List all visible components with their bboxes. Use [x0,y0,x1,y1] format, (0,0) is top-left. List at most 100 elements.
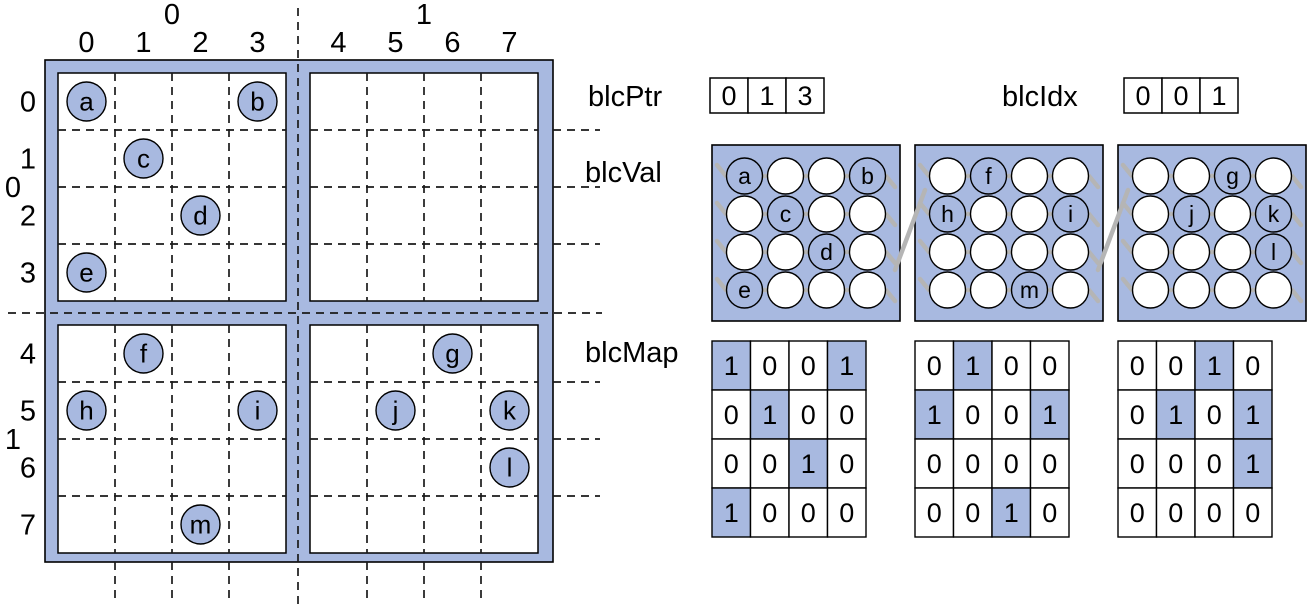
entry-label: h [79,396,93,426]
blcmap-cell [991,340,1032,391]
blcmap-value: 1 [724,498,739,528]
col-label: 4 [330,27,346,59]
order-line [714,276,898,304]
blcidx-value: 1 [1211,81,1226,111]
blcmap-value: 0 [762,498,777,528]
blcval-entry-label: g [1226,163,1239,189]
entry-label: b [250,87,264,117]
blcmap-value: 0 [927,449,942,479]
blcval-empty-circle [848,271,887,309]
blcmap-value: 0 [965,498,980,528]
blcptr-cell [785,77,825,114]
blcval-empty-circle [1010,195,1049,233]
blcval-empty-circle [807,195,846,233]
row-label: 2 [20,201,36,233]
block-connector-line [892,187,928,273]
blcval-entry-label: e [738,277,751,303]
col-label: 1 [135,27,151,59]
row-label: 0 [20,87,36,119]
blcval-empty-circle [969,271,1008,309]
blcval-empty-circle [969,195,1008,233]
blcval-empty-circle [1131,271,1170,309]
blcmap-cell [1155,389,1196,440]
blcval-empty-circle [807,157,846,195]
row-label: 4 [20,339,36,371]
entry-label: m [190,510,212,540]
blcmap-label: blcMap [585,337,679,369]
blcval-empty-circle [1131,233,1170,271]
blcmap-cell [1194,389,1235,440]
blcmap-value: 1 [927,400,942,430]
entry-circle [123,138,164,179]
blcval-empty-circle [1172,271,1211,309]
blcptr-array: 0 1 3 [709,77,825,114]
blcmap-cell [788,389,829,440]
blcmap-value: 1 [1207,351,1222,381]
blcval-entry-circle [766,195,805,233]
blcmap-value: 0 [762,351,777,381]
entry-label: d [193,201,207,231]
order-line [714,200,898,228]
blcmap-value: 1 [1004,498,1019,528]
entry-circle [180,504,221,545]
blcmap-value: 0 [1130,449,1145,479]
blcmap-value: 0 [1042,351,1057,381]
blcval-entry-circle [848,157,887,195]
blcmap-value: 1 [965,351,980,381]
col-label: 2 [192,27,208,59]
blcval-empty-circle [928,157,967,195]
entry-label: i [255,396,261,426]
blcmap-cell [749,389,790,440]
blcmap-value: 1 [724,351,739,381]
blcmap-value: 0 [927,351,942,381]
block-col-label: 0 [164,0,180,31]
blcmap-value: 0 [1130,400,1145,430]
blcmap-value: 0 [965,400,980,430]
order-line [917,200,1101,228]
blcval-entry-label: c [780,201,792,227]
blcmap-cell [826,389,867,440]
blcptr-value: 0 [721,81,736,111]
row-label: 5 [20,396,36,428]
entry-circle [237,390,278,431]
blcmap-value: 0 [1004,400,1019,430]
blcval-empty-circle [1213,233,1252,271]
blcval-entry-circle [1254,195,1293,233]
blcmap-cell [1155,340,1196,391]
grid-dashed-lines [8,8,602,606]
blcidx-cell [1123,77,1163,114]
row-label: 3 [20,258,36,290]
blcmap-value: 0 [1042,498,1057,528]
blcptr-cell [709,77,749,114]
blcval-empty-circle [848,233,887,271]
block-col-label: 1 [416,0,432,31]
blcval-entry-circle [1010,271,1049,309]
blcval-label: blcVal [585,157,662,189]
blcmap-value: 0 [724,449,739,479]
order-line [1120,200,1304,228]
entry-label: f [140,339,148,369]
blcmap-value: 0 [801,400,816,430]
row-label: 6 [20,453,36,485]
order-line [714,238,898,266]
entry-label: g [445,339,459,369]
order-line [1120,238,1304,266]
blcval-empty-circle [766,271,805,309]
entry-circle [123,333,164,374]
blcidx-value: 0 [1135,81,1150,111]
blcval-entry-circle [969,157,1008,195]
blcptr-cell [747,77,787,114]
blcmap-cell [788,438,829,489]
blcmap-cell [952,389,993,440]
blcmap-cell [788,340,829,391]
blcval-empty-circle [969,233,1008,271]
order-line [1120,276,1304,304]
entry-circle [432,333,473,374]
blcmap-cell [914,438,955,489]
blcval-entry-label: j [1188,201,1194,227]
order-line [917,276,1101,304]
blcmap-cell [914,487,955,538]
blcmap-cell [1117,389,1158,440]
